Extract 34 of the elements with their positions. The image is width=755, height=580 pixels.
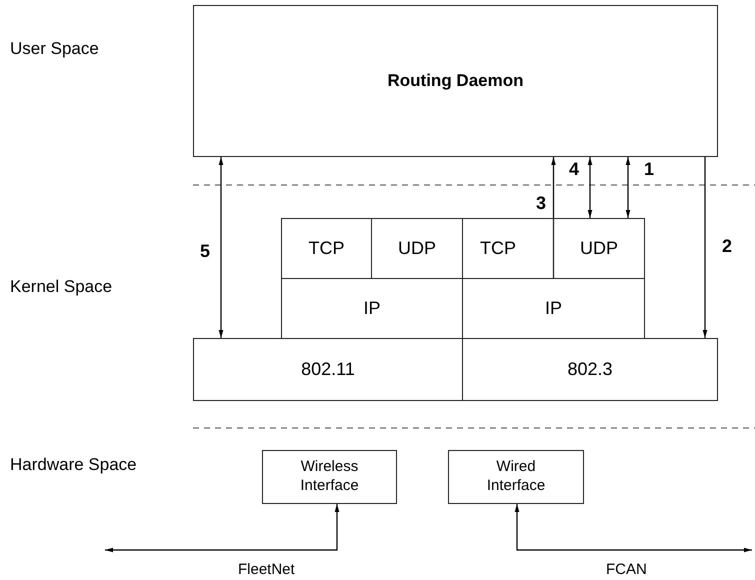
box-label: UDP [578, 237, 619, 260]
edge-label: 3 [534, 194, 548, 212]
edge-label: 5 [198, 242, 212, 260]
edge-label: 1 [642, 160, 656, 178]
arrow [105, 504, 340, 552]
layer-box [193, 338, 463, 401]
layer-box [462, 338, 718, 401]
layer-box [193, 5, 718, 157]
layer-box [262, 450, 397, 504]
edge-label: FleetNet [236, 562, 297, 577]
layer-box [553, 218, 645, 279]
layer-name: Hardware Space [10, 454, 137, 476]
layer-name: Kernel Space [10, 276, 112, 298]
arrow [218, 157, 224, 338]
box-label: IP [362, 297, 382, 320]
box-label: TCP [308, 237, 346, 260]
layer-name: User Space [10, 38, 99, 60]
arrow [626, 157, 630, 218]
edge-label: FCAN [604, 562, 649, 577]
arrow [702, 157, 708, 338]
box-label: 802.11 [300, 358, 356, 381]
box-label: Routing Daemon [386, 70, 524, 92]
box-label: TCP [479, 237, 517, 260]
arrow [514, 504, 752, 552]
edge-label: 2 [720, 237, 734, 255]
edge-label: 4 [567, 160, 582, 178]
box-label: UDP [396, 237, 437, 260]
layer-box [448, 450, 584, 504]
box-label: Wireless Interface [299, 458, 360, 496]
box-label: 802.3 [566, 358, 614, 381]
box-label: IP [544, 297, 563, 320]
arrow [588, 157, 592, 218]
layer-box [281, 218, 372, 279]
box-label: Wired Interface [486, 458, 546, 496]
